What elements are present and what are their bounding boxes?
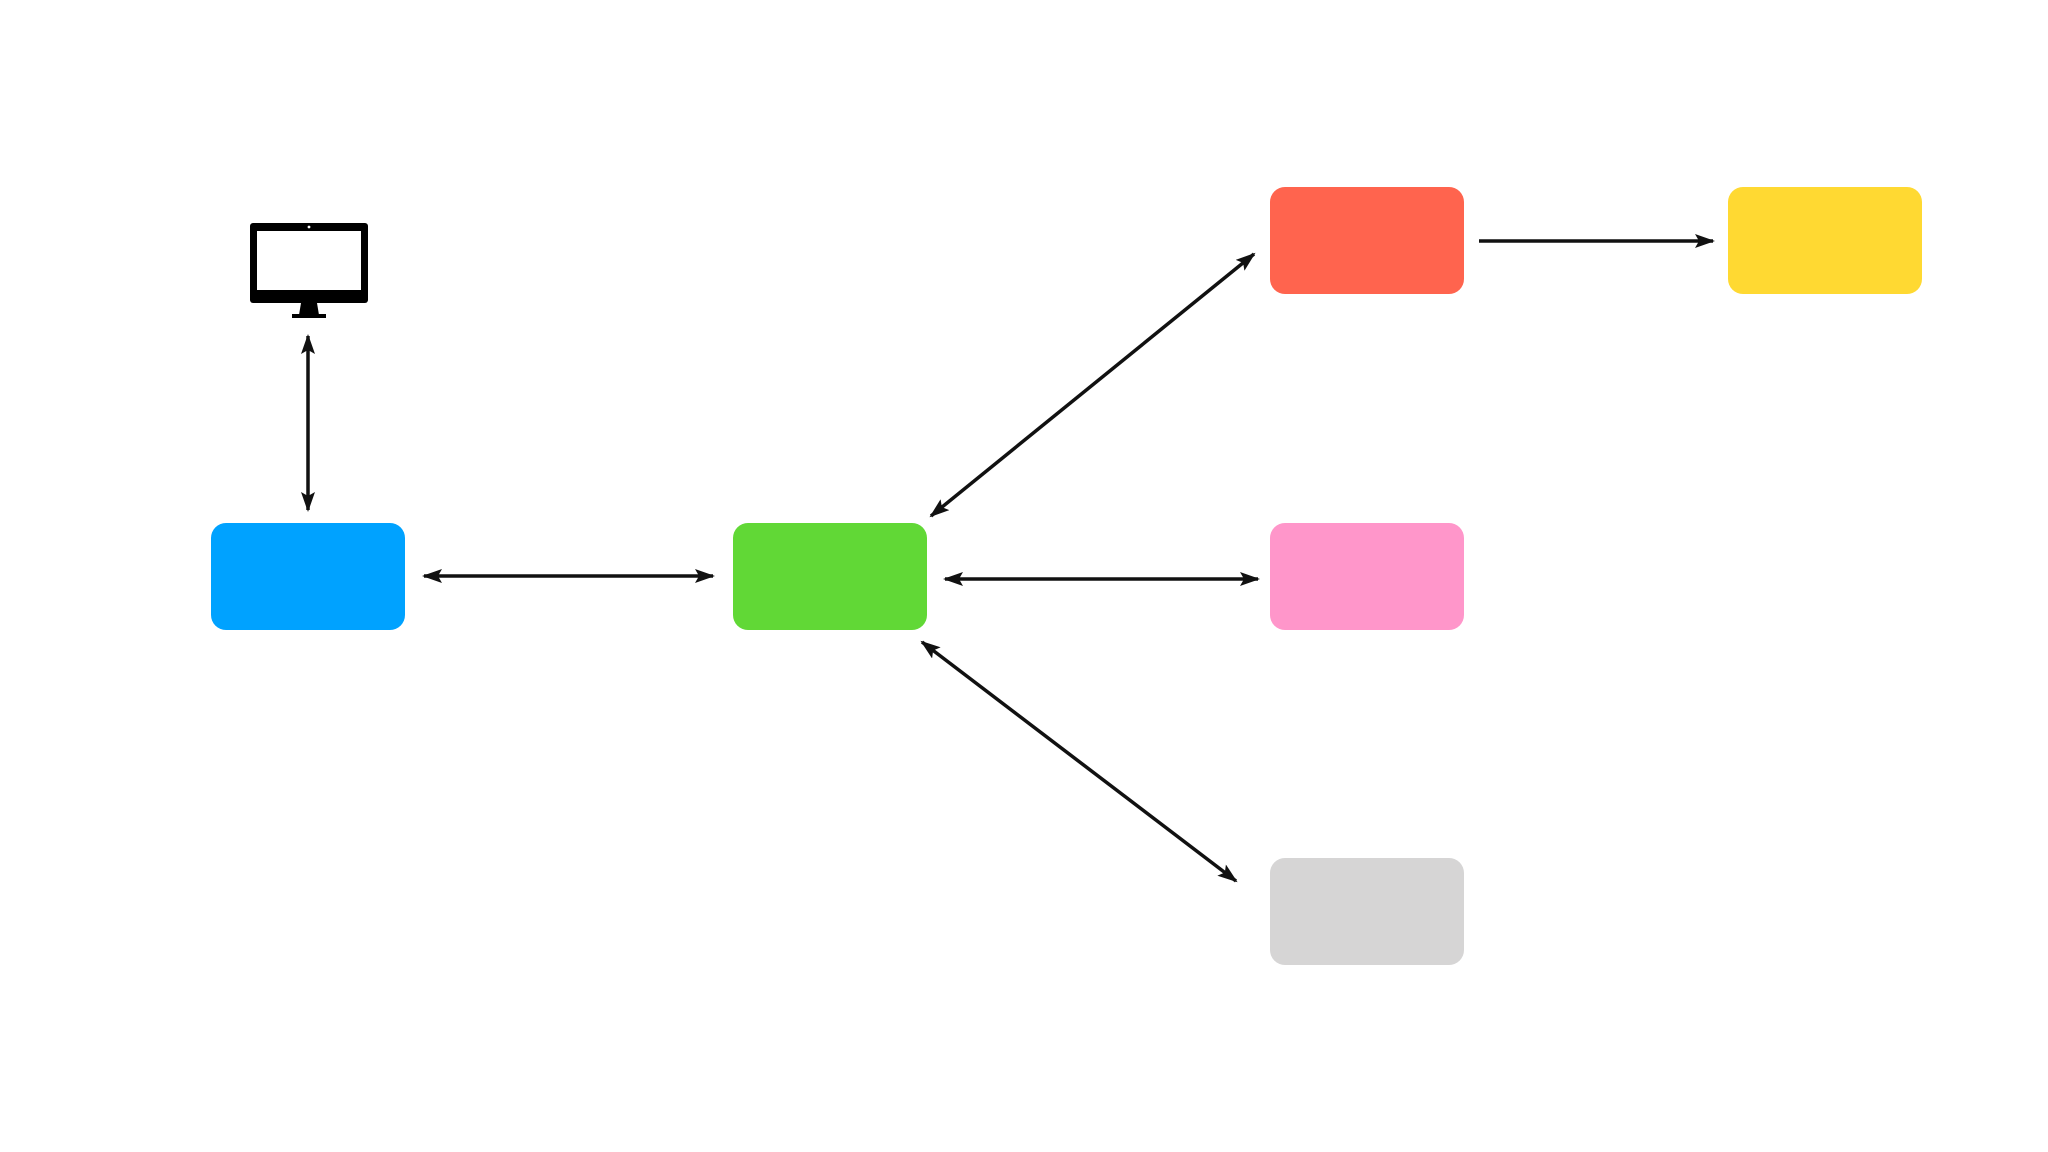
edge-green-gray bbox=[920, 640, 1238, 883]
edge-green-red bbox=[929, 252, 1256, 518]
node-pink-box bbox=[1270, 523, 1464, 630]
node-blue-box bbox=[211, 523, 405, 630]
desktop-monitor-icon bbox=[248, 221, 370, 321]
node-green-box bbox=[733, 523, 927, 630]
node-gray-box bbox=[1270, 858, 1464, 965]
node-yellow-box bbox=[1728, 187, 1922, 294]
node-red-box bbox=[1270, 187, 1464, 294]
